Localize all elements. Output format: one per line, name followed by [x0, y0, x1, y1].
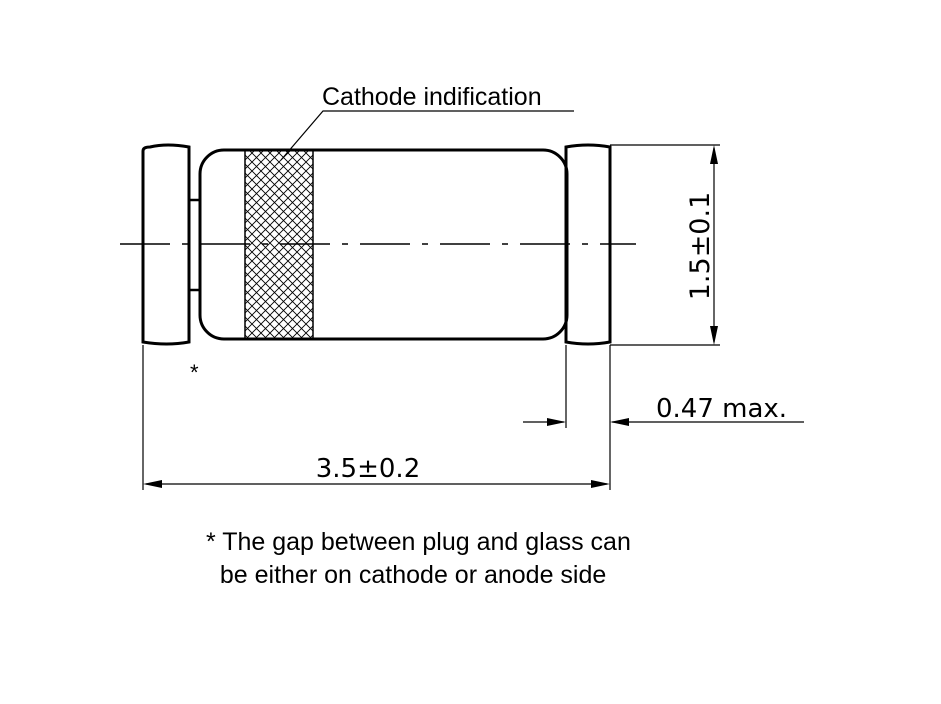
- length-arrow-left: [143, 480, 162, 488]
- left-end-cap: [141, 143, 191, 346]
- length-arrow-right: [591, 480, 610, 488]
- right-end-cap: [564, 143, 612, 346]
- height-arrow-top: [710, 145, 718, 164]
- plug-dimension-label: 0.47 max.: [656, 394, 787, 424]
- footnote-line-1: * The gap between plug and glass can: [206, 528, 631, 556]
- plug-arrow-right: [610, 418, 629, 426]
- footnote: * The gap between plug and glass can be …: [206, 526, 806, 592]
- footnote-line-2: be either on cathode or anode side: [206, 561, 607, 589]
- height-arrow-bottom: [710, 326, 718, 345]
- plug-arrow-left: [547, 418, 566, 426]
- length-dimension-label: 3.5±0.2: [316, 454, 420, 484]
- gap-marker: *: [190, 360, 199, 385]
- height-dimension-label: 1.5±0.1: [685, 192, 716, 301]
- cathode-leader: [280, 110, 574, 161]
- cathode-label: Cathode indification: [322, 83, 542, 111]
